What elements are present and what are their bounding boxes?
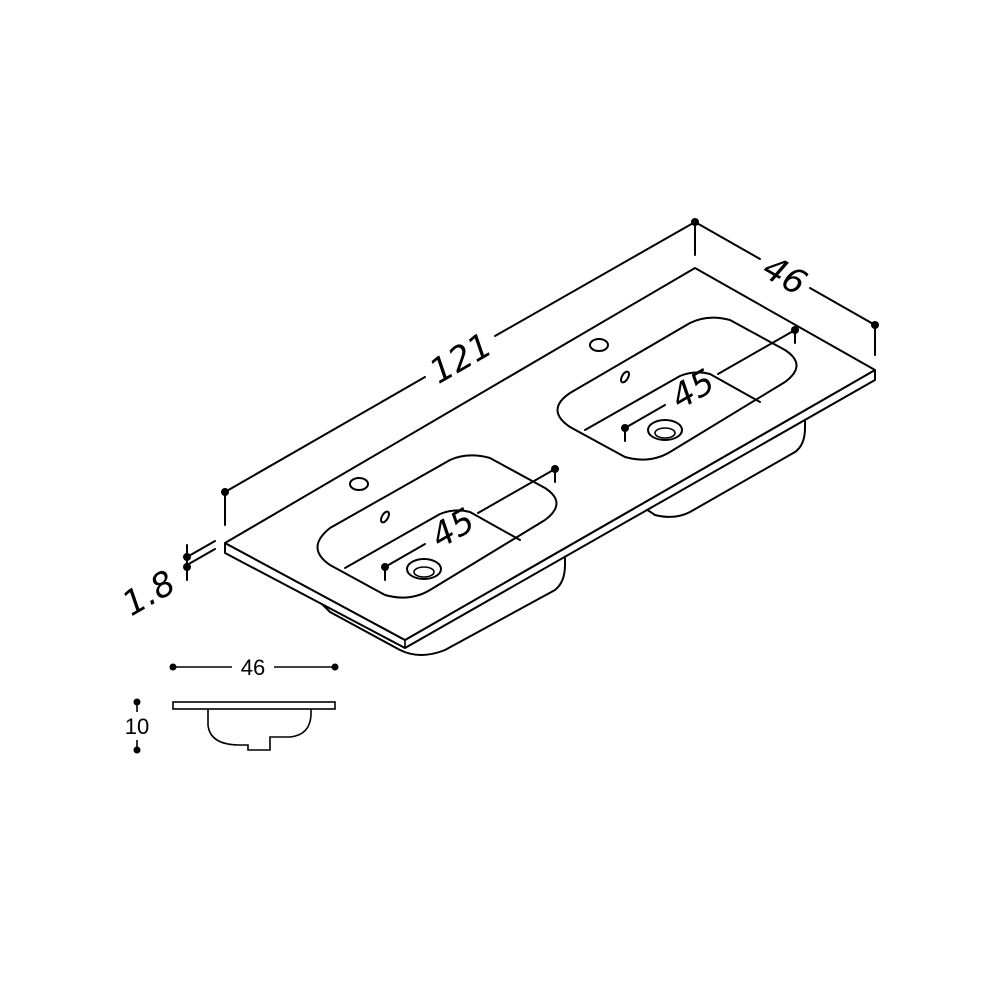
side-profile-view: 46 10 xyxy=(125,655,339,754)
basin-right xyxy=(556,316,798,461)
profile-height-label: 10 xyxy=(125,714,149,739)
dimension-thickness-label: 1.8 xyxy=(116,563,183,625)
basin-left xyxy=(316,454,558,599)
dimension-thickness: 1.8 xyxy=(116,540,216,625)
dimension-length-label: 121 xyxy=(423,325,499,392)
dimension-depth-label: 46 xyxy=(756,248,813,304)
countertop xyxy=(224,267,876,649)
profile-depth-label: 46 xyxy=(241,655,265,680)
